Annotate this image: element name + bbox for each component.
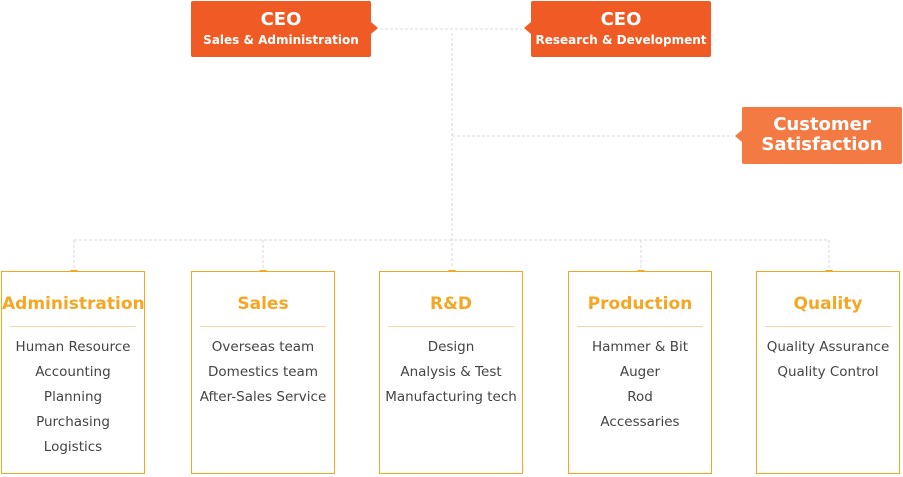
department-item: Logistics [43,439,103,455]
department-item: Hammer & Bit [592,339,688,355]
department-title: Administration [2,294,145,314]
department-divider [765,326,891,327]
ceo-right-pointer [524,22,531,34]
department-item: Human Resource [15,339,131,355]
department-title: Production [587,294,693,314]
department-title: Quality [793,294,863,314]
ceo-left-subtitle: Sales & Administration [203,33,359,47]
department-list: Overseas team Domestics team After-Sales… [192,335,334,410]
department-item: Quality Control [777,364,879,380]
ceo-left-title: CEO [260,9,302,30]
ceo-sales-admin-box: CEO Sales & Administration [191,1,371,57]
department-production: Production Hammer & Bit Auger Rod Access… [568,271,712,474]
customer-satisfaction-box: Customer Satisfaction [742,107,902,164]
customer-satisfaction-line2: Satisfaction [761,134,883,155]
department-list: Hammer & Bit Auger Rod Accessaries [569,335,711,435]
department-item: Analysis & Test [400,364,502,380]
department-item: Planning [43,389,103,405]
department-item: Overseas team [211,339,315,355]
department-title: Sales [237,294,289,314]
ceo-research-development-box: CEO Research & Development [531,1,711,57]
department-divider [388,326,514,327]
department-rnd: R&D Design Analysis & Test Manufacturing… [379,271,523,474]
department-divider [200,326,326,327]
department-divider [577,326,703,327]
department-item: Auger [619,364,661,380]
department-item: Manufacturing tech [385,389,517,405]
department-quality: Quality Quality Assurance Quality Contro… [756,271,900,474]
ceo-right-subtitle: Research & Development [535,33,707,47]
department-item: Quality Assurance [766,339,890,355]
department-list: Human Resource Accounting Planning Purch… [2,335,144,460]
customer-satisfaction-line1: Customer [773,114,871,135]
customer-satisfaction-pointer [735,130,742,142]
department-administration: Administration Human Resource Accounting… [1,271,145,474]
department-item: Accounting [35,364,111,380]
department-item: Purchasing [36,414,110,430]
department-divider [10,326,136,327]
ceo-right-title: CEO [600,9,642,30]
department-list: Design Analysis & Test Manufacturing tec… [380,335,522,410]
department-title: R&D [429,294,473,314]
department-item: Accessaries [600,414,680,430]
department-list: Quality Assurance Quality Control [757,335,899,385]
department-sales: Sales Overseas team Domestics team After… [191,271,335,474]
department-item: After-Sales Service [199,389,327,405]
ceo-left-pointer [371,22,378,34]
department-item: Domestics team [208,364,318,380]
department-item: Design [427,339,475,355]
department-item: Rod [627,389,653,405]
